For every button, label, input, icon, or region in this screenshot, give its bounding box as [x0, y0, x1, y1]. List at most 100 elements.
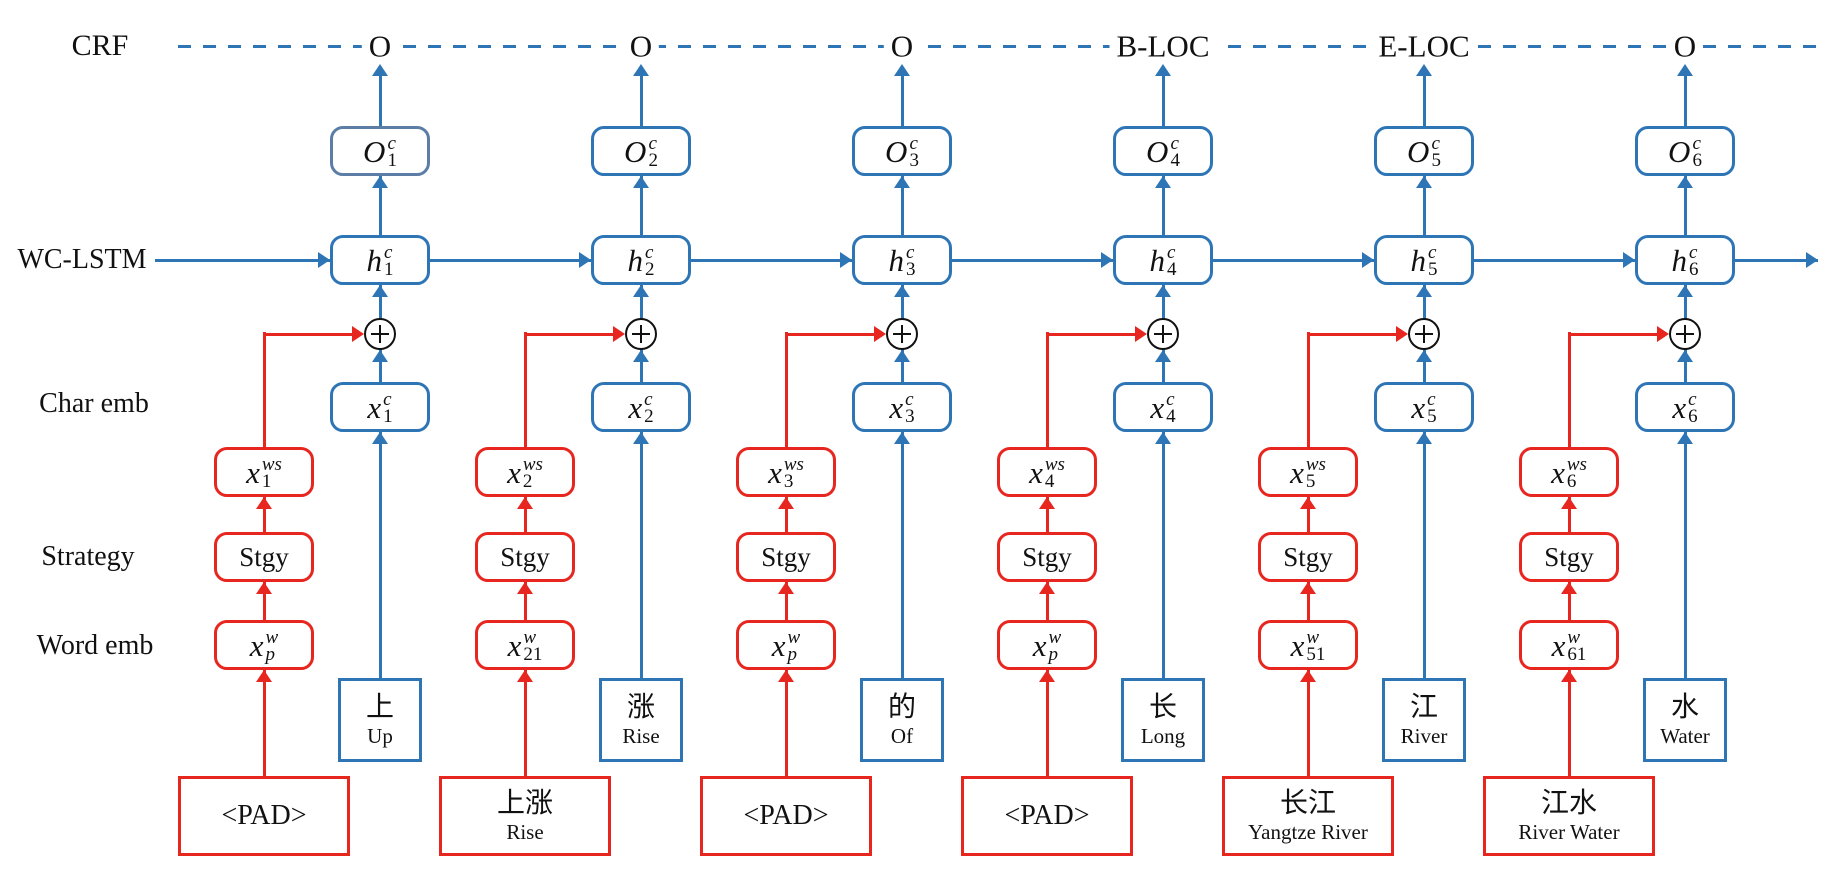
- char-zh-text: 的: [887, 691, 916, 723]
- char-en-text: Water: [1660, 724, 1710, 749]
- arrowhead-xws-to-plus-col2: [613, 326, 625, 342]
- arrowhead-xc-to-plus-col6: [1677, 350, 1693, 362]
- crf-tag-col2: O: [622, 30, 660, 62]
- arrowhead-xw-to-stgy-col4: [1039, 582, 1055, 594]
- word-strategy-box-xws5-sub: 5: [1305, 471, 1316, 492]
- word-input-box-col4: <PAD>: [961, 776, 1133, 856]
- arrowhead-h-to-oc-col2: [633, 176, 649, 188]
- strategy-box-col1: Stgy: [214, 532, 314, 582]
- arrowhead-h-to-oc-col4: [1155, 176, 1171, 188]
- output-box-o1-sub: 1: [387, 150, 397, 171]
- arrowhead-oc-to-crf-col4: [1155, 64, 1171, 76]
- arrowhead-char-to-xc-col4: [1155, 432, 1171, 444]
- word-embedding-box-xw6-sub: 61: [1567, 644, 1587, 665]
- arrowhead-word-to-xw-col6: [1561, 670, 1577, 682]
- main-line-arrowhead-into-h5: [1362, 252, 1374, 268]
- word-strategy-box-xws1-sub: 1: [261, 471, 272, 492]
- blue-vertical-line-col1: [378, 68, 382, 678]
- output-box-o6-sup: c: [1692, 132, 1701, 154]
- arrowhead-xc-to-plus-col4: [1155, 350, 1171, 362]
- word-strategy-box-xws4-sup: ws: [1044, 453, 1065, 475]
- hidden-state-box-h6-sub: 6: [1689, 259, 1699, 280]
- word-zh-text: <PAD>: [1004, 799, 1090, 831]
- arrowhead-h-to-oc-col6: [1677, 176, 1693, 188]
- word-embedding-box-xw3-sup: w: [787, 626, 801, 648]
- red-elbow-line-col4: [1045, 332, 1137, 336]
- arrowhead-h-to-oc-col5: [1416, 176, 1432, 188]
- main-line-arrowhead-into-h2: [579, 252, 591, 268]
- strategy-box-col6: Stgy: [1519, 532, 1619, 582]
- arrowhead-plus-to-h-col2: [633, 285, 649, 297]
- arrowhead-char-to-xc-col2: [633, 432, 649, 444]
- char-embedding-box-xc1-sup: c: [383, 388, 392, 410]
- word-strategy-box-xws5-base: x: [1290, 454, 1304, 490]
- hidden-state-box-h1-base: h: [366, 242, 383, 278]
- hidden-state-box-h5-sub: 5: [1428, 259, 1438, 280]
- arrowhead-h-to-oc-col3: [894, 176, 910, 188]
- word-embedding-box-xw5-sub: 51: [1306, 644, 1326, 665]
- word-embedding-box-xw5-sup: w: [1306, 626, 1320, 648]
- word-embedding-box-xw5-base: x: [1290, 627, 1305, 663]
- hidden-state-box-h1-sup: c: [384, 241, 393, 263]
- word-strategy-box-xws3-sup: ws: [783, 453, 804, 475]
- arrowhead-xws-to-plus-col4: [1135, 326, 1147, 342]
- word-strategy-box-xws4-base: x: [1029, 454, 1043, 490]
- plus-v-bar: [900, 325, 904, 343]
- circle-plus-icon-col1: [364, 318, 396, 350]
- arrowhead-xws-to-plus-col3: [874, 326, 886, 342]
- wc-lstm-main-line: [155, 258, 1818, 262]
- word-embedding-box-xw2-sup: w: [523, 626, 537, 648]
- char-embedding-box-xc6-sub: 6: [1688, 406, 1698, 427]
- arrowhead-xw-to-stgy-col6: [1561, 582, 1577, 594]
- arrowhead-word-to-xw-col1: [256, 670, 272, 682]
- output-box-o3-sub: 3: [909, 150, 919, 171]
- word-en-text: Yangtze River: [1248, 820, 1368, 845]
- arrowhead-stgy-to-xws-col4: [1039, 497, 1055, 509]
- arrowhead-plus-to-h-col6: [1677, 285, 1693, 297]
- output-box-o5-sub: 5: [1431, 150, 1441, 171]
- arrowhead-xc-to-plus-col2: [633, 350, 649, 362]
- char-zh-text: 江: [1409, 691, 1438, 723]
- main-line-end-arrowhead: [1806, 252, 1818, 268]
- char-embedding-box-xc2-sup: c: [644, 388, 653, 410]
- circle-plus-icon-col5: [1408, 318, 1440, 350]
- strategy-box-col5: Stgy: [1258, 532, 1358, 582]
- char-embedding-box-xc5-sub: 5: [1427, 406, 1437, 427]
- hidden-state-box-h4-sub: 4: [1167, 259, 1177, 280]
- word-embedding-box-xw3-sub: p: [787, 644, 798, 665]
- char-embedding-box-xc4-sup: c: [1166, 388, 1175, 410]
- arrowhead-oc-to-crf-col2: [633, 64, 649, 76]
- crf-tag-col5: E-LOC: [1371, 30, 1477, 62]
- word-strategy-box-xws1-base: x: [246, 454, 260, 490]
